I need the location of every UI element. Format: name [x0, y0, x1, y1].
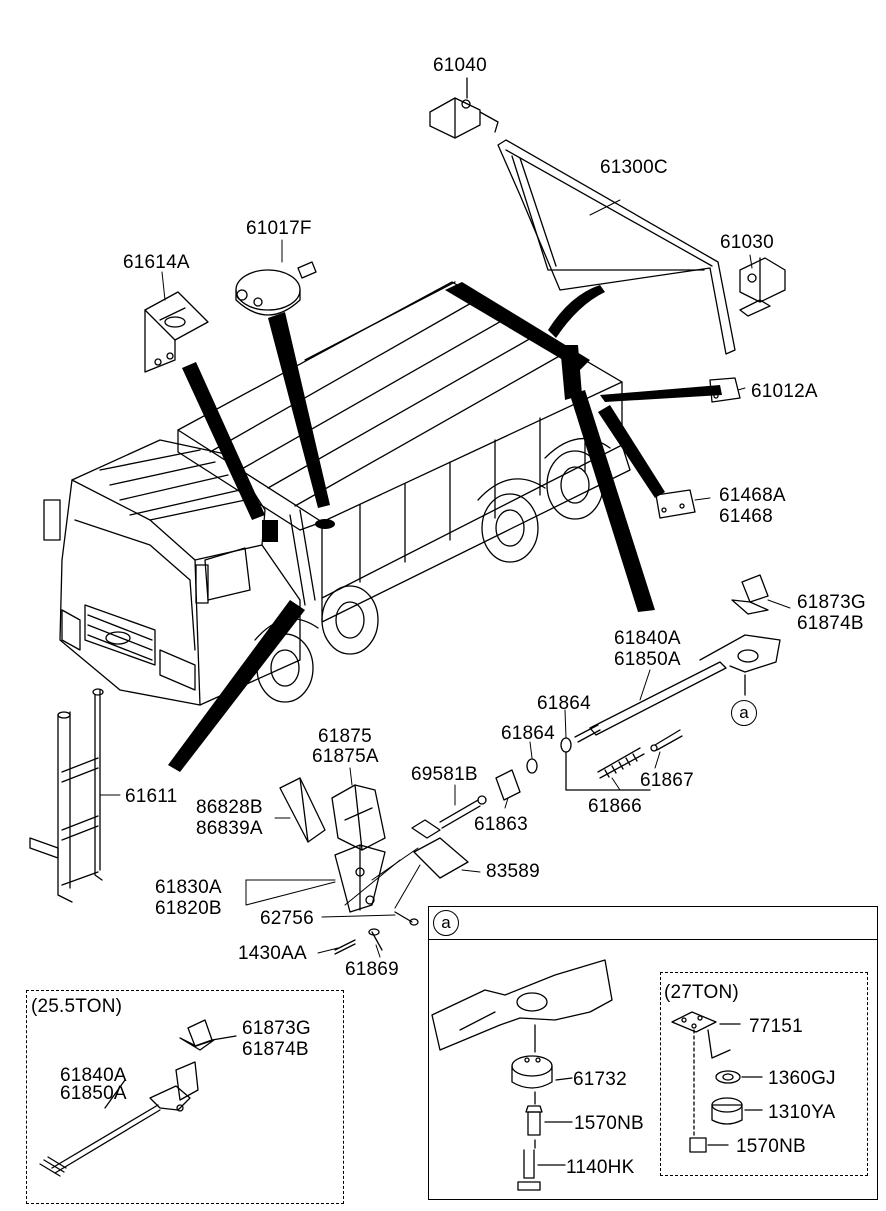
- cable-69581B-drawing: [411, 795, 487, 839]
- label-61875: 61875: [318, 726, 372, 747]
- label-61040: 61040: [433, 55, 487, 76]
- inset-25-ton-drawing: [39, 1019, 237, 1177]
- label-61840A: 61840A: [614, 628, 681, 649]
- pad-86828B-drawing: [279, 777, 326, 843]
- inset-a-drawing: [431, 959, 763, 1191]
- inset-a-label-61732: 61732: [573, 1069, 627, 1090]
- spring-61866-drawing: [597, 747, 645, 779]
- label-61468: 61468: [719, 506, 773, 527]
- label-61875A: 61875A: [312, 746, 379, 767]
- inset-a-label-1310YA: 1310YA: [768, 1102, 836, 1123]
- bracket-61875-drawing: [331, 784, 386, 851]
- label-61873G: 61873G: [797, 592, 866, 613]
- inset-27-ton: [660, 972, 868, 1176]
- label-61468A: 61468A: [719, 485, 786, 506]
- inset-a-label-1140HK: 1140HK: [566, 1157, 635, 1178]
- label-61614A: 61614A: [123, 252, 190, 273]
- label-61300C: 61300C: [600, 157, 668, 178]
- plate-61012A-drawing: [709, 377, 741, 403]
- label-61820B: 61820B: [155, 898, 222, 919]
- inset-25-label-61850A: 61850A: [60, 1083, 127, 1104]
- label-61867: 61867: [640, 770, 694, 791]
- collar-61863-drawing: [495, 769, 521, 801]
- leader-lines: [99, 77, 791, 958]
- label-83589: 83589: [486, 861, 540, 882]
- label-69581B: 69581B: [411, 764, 478, 785]
- label-61850A: 61850A: [614, 649, 681, 670]
- leader-bands: [168, 282, 722, 772]
- inset-25-ton-title: (25.5TON): [31, 996, 123, 1017]
- label-61017F: 61017F: [246, 218, 312, 239]
- inset-a-label-77151: 77151: [749, 1016, 803, 1037]
- inset-a-marker: a: [433, 910, 459, 936]
- ladder-61611-drawing: [29, 688, 104, 903]
- hinge-61030-drawing: [739, 257, 786, 317]
- inset-25-label-61873G: 61873G: [242, 1018, 311, 1039]
- label-61611: 61611: [125, 786, 178, 807]
- label-86839A: 86839A: [196, 818, 263, 839]
- callout-a-marker: a: [731, 700, 757, 726]
- rod-61840A-drawing: [574, 634, 781, 743]
- inset-a-label-1360GJ: 1360GJ: [768, 1068, 836, 1089]
- label-61030: 61030: [720, 232, 774, 253]
- label-61830A: 61830A: [155, 877, 222, 898]
- bracket-61614A-drawing: [144, 291, 209, 373]
- label-61864-upper: 61864: [537, 693, 591, 714]
- inset-25-label-61840A: 61840A: [60, 1065, 127, 1086]
- label-61863: 61863: [474, 814, 528, 835]
- inset-a-label-1570NB: 1570NB: [574, 1113, 644, 1134]
- spring-61867-drawing: [650, 729, 683, 752]
- hinge-61040-drawing: [429, 77, 499, 139]
- tarp-frame-61300C-drawing: [497, 139, 736, 355]
- label-61012A: 61012A: [751, 381, 818, 402]
- label-62756: 62756: [260, 908, 314, 929]
- roller-61017F-drawing: [235, 261, 317, 316]
- label-61866: 61866: [588, 796, 642, 817]
- label-61864-lower: 61864: [501, 723, 555, 744]
- label-86828B: 86828B: [196, 797, 263, 818]
- label-61874B: 61874B: [797, 613, 864, 634]
- inset-27-ton-title: (27TON): [664, 982, 739, 1003]
- inset-a-header: [428, 906, 878, 940]
- plate-61468A-drawing: [655, 489, 696, 519]
- bracket-61873G-drawing: [731, 574, 769, 615]
- plate-83589-drawing: [413, 837, 469, 879]
- bushing-61864-drawing: [526, 737, 651, 791]
- inset-25-label-61874B: 61874B: [242, 1039, 309, 1060]
- label-1430AA: 1430AA: [238, 943, 307, 964]
- label-61869: 61869: [345, 959, 399, 980]
- inset-25-ton: [26, 990, 344, 1204]
- inset-a-label-1570NB-b: 1570NB: [736, 1136, 806, 1157]
